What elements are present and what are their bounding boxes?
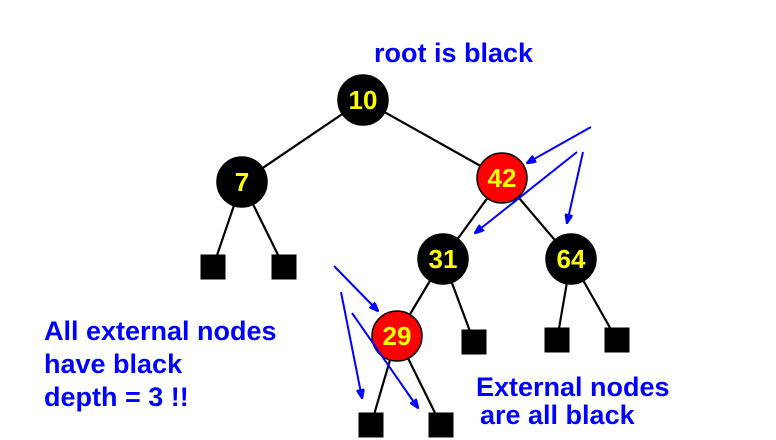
node-circle bbox=[337, 74, 389, 126]
depth-annotation-line2: have black bbox=[44, 349, 183, 379]
tree-node-42: 42 bbox=[476, 152, 528, 204]
pointer-arrow bbox=[527, 126, 592, 163]
root-annotation: root is black bbox=[374, 38, 534, 68]
external-node bbox=[544, 327, 570, 353]
external-node bbox=[358, 412, 384, 438]
tree-node-7: 7 bbox=[216, 156, 268, 208]
pointer-arrow bbox=[475, 151, 578, 233]
external-node bbox=[461, 329, 487, 355]
tree-node-10: 10 bbox=[337, 74, 389, 126]
node-key: 64 bbox=[557, 244, 586, 274]
node-circle bbox=[216, 156, 268, 208]
tree-edge bbox=[362, 99, 503, 179]
tree-node-31: 31 bbox=[417, 233, 469, 285]
node-key: 31 bbox=[429, 244, 458, 274]
pointer-arrow bbox=[333, 265, 378, 311]
external-node bbox=[428, 412, 454, 438]
external-node bbox=[271, 254, 297, 280]
node-key: 7 bbox=[235, 167, 249, 197]
node-circle bbox=[476, 152, 528, 204]
node-key: 42 bbox=[488, 163, 517, 193]
depth-annotation-line3: depth = 3 !! bbox=[44, 382, 189, 412]
external-annotation-line1: External nodes bbox=[476, 372, 670, 402]
node-circle bbox=[417, 233, 469, 285]
node-key: 29 bbox=[383, 321, 412, 351]
tree-node-29: 29 bbox=[371, 310, 423, 362]
external-node bbox=[200, 254, 226, 280]
depth-annotation-line1: All external nodes bbox=[44, 316, 277, 346]
node-circle bbox=[545, 233, 597, 285]
pointer-arrow bbox=[351, 312, 418, 408]
node-key: 10 bbox=[349, 85, 378, 115]
node-circle bbox=[371, 310, 423, 362]
tree-node-64: 64 bbox=[545, 233, 597, 285]
pointer-arrow bbox=[567, 151, 584, 223]
pointer-arrow bbox=[340, 291, 362, 398]
external-node bbox=[604, 327, 630, 353]
external-annotation-line2: are all black bbox=[480, 400, 635, 430]
